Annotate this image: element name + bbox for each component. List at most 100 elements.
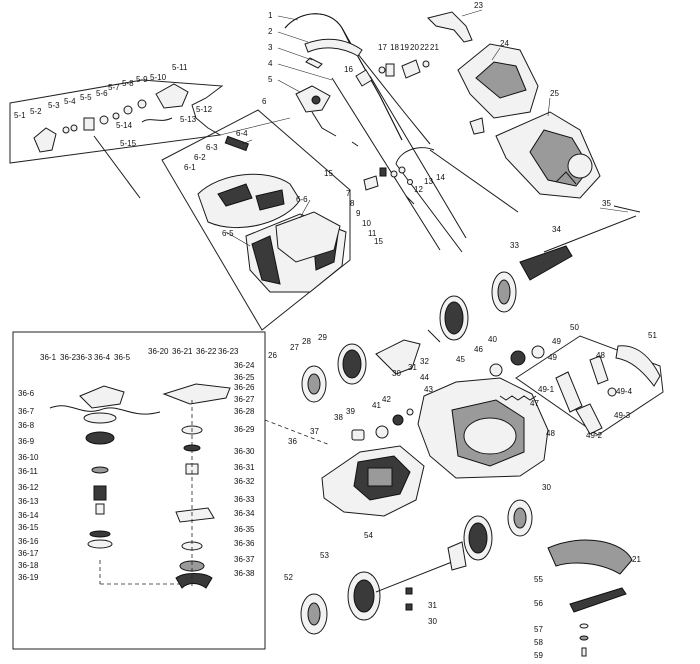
- mower-deck-44: [417, 377, 549, 479]
- label-21a: 21: [430, 43, 439, 52]
- catcher-body-25: [495, 111, 601, 199]
- front-wheel-left: [300, 571, 381, 635]
- grass-bag-liner-6-6: [275, 211, 341, 263]
- main-part-labels: 1 2 3 4 5 15 16 17 18 19 20 22 21 23 24 …: [268, 1, 657, 660]
- label-47: 47: [530, 399, 539, 408]
- label-21b: 21: [632, 555, 641, 564]
- label-36-31: 36-31: [234, 463, 255, 472]
- label-58: 58: [534, 638, 543, 647]
- label-36-20: 36-20: [148, 347, 169, 356]
- label-1: 1: [268, 11, 273, 20]
- group5-callout-frame: [9, 79, 224, 164]
- label-42: 42: [382, 395, 391, 404]
- label-36-33: 36-33: [234, 495, 255, 504]
- label-36-29: 36-29: [234, 425, 255, 434]
- label-5-10: 5-10: [150, 73, 167, 82]
- label-10: 10: [362, 219, 371, 228]
- label-29: 29: [318, 333, 327, 342]
- group49-callout-frame: [515, 335, 664, 436]
- label-36-27: 36-27: [234, 395, 255, 404]
- label-36-37: 36-37: [234, 555, 255, 564]
- label-26: 26: [268, 351, 277, 360]
- label-5-3: 5-3: [48, 101, 60, 110]
- label-36-7: 36-7: [18, 407, 35, 416]
- label-5-9: 5-9: [136, 75, 148, 84]
- motor-housing-36: [321, 445, 425, 517]
- label-30c: 30: [428, 617, 437, 626]
- label-9: 9: [356, 209, 361, 218]
- label-36-38: 36-38: [234, 569, 255, 578]
- label-51: 51: [648, 331, 657, 340]
- label-36-2: 36-2: [60, 353, 77, 362]
- catcher-top-cover-24: [457, 43, 539, 119]
- label-7: 7: [346, 189, 351, 198]
- label-5-14: 5-14: [116, 121, 133, 130]
- label-5-6: 5-6: [96, 89, 108, 98]
- bolts-7-11: [351, 141, 415, 205]
- group36-right-labels: 36-20 36-21 36-22 36-23 36-24 36-25 36-2…: [148, 347, 255, 578]
- group36-motor-parts: [49, 383, 231, 589]
- rear-flap-33: [519, 245, 573, 281]
- label-36-36: 36-36: [234, 539, 255, 548]
- label-31a: 31: [408, 363, 417, 372]
- label-2: 2: [268, 27, 273, 36]
- front-axle-54: [375, 541, 467, 611]
- label-36-3: 36-3: [76, 353, 93, 362]
- label-36-30: 36-30: [234, 447, 255, 456]
- label-5-4: 5-4: [64, 97, 76, 106]
- label-32: 32: [420, 357, 429, 366]
- label-5-15: 5-15: [120, 139, 137, 148]
- label-44: 44: [420, 373, 429, 382]
- label-36-16: 36-16: [18, 537, 39, 546]
- upper-handle-bar: [284, 13, 431, 145]
- label-49-4: 49-4: [616, 387, 633, 396]
- label-36-13: 36-13: [18, 497, 39, 506]
- fan-disc-55: [547, 539, 633, 575]
- label-36-9: 36-9: [18, 437, 35, 446]
- label-8: 8: [350, 199, 355, 208]
- label-14: 14: [436, 173, 445, 182]
- label-55: 55: [534, 575, 543, 584]
- blade-56: [569, 587, 627, 613]
- group6-callout-frame: [161, 109, 351, 331]
- label-33: 33: [510, 241, 519, 250]
- label-35: 35: [602, 199, 611, 208]
- label-36: 36: [288, 437, 297, 446]
- label-11: 11: [368, 229, 377, 238]
- bearings-38-42: [351, 408, 414, 441]
- catcher-handle-23: [427, 11, 473, 43]
- label-36-21: 36-21: [172, 347, 193, 356]
- label-12: 12: [414, 185, 423, 194]
- group49-labels: 49 49-1 49-2 49-3 49-4 48: [538, 351, 633, 440]
- grass-bag-frame-6-1: [197, 173, 301, 229]
- label-49-2: 49-2: [586, 431, 603, 440]
- label-36-18: 36-18: [18, 561, 39, 570]
- label-36-14: 36-14: [18, 511, 39, 520]
- label-50a: 50: [570, 323, 579, 332]
- label-20: 20: [410, 43, 419, 52]
- label-6-6: 6-6: [296, 195, 308, 204]
- label-36-1: 36-1: [40, 353, 57, 362]
- label-54: 54: [364, 531, 373, 540]
- group36-left-labels: 36-1 36-2 36-3 36-4 36-5 36-6 36-7 36-8 …: [18, 353, 131, 582]
- label-23: 23: [474, 1, 483, 10]
- label-15b: 15: [374, 237, 383, 246]
- label-34: 34: [552, 225, 561, 234]
- label-5-8: 5-8: [122, 79, 134, 88]
- label-36-17: 36-17: [18, 549, 39, 558]
- label-5-2: 5-2: [30, 107, 42, 116]
- group36-callout-frame: [12, 331, 266, 650]
- label-6-4: 6-4: [236, 129, 248, 138]
- label-5-11: 5-11: [172, 63, 188, 72]
- label-36-26: 36-26: [234, 383, 255, 392]
- label-37: 37: [310, 427, 319, 436]
- label-36-6: 36-6: [18, 389, 35, 398]
- label-40: 40: [488, 335, 497, 344]
- label-17: 17: [378, 43, 387, 52]
- label-5: 5: [268, 75, 273, 84]
- safety-switch-box: [295, 85, 337, 137]
- group5-parts: [33, 83, 189, 199]
- rear-wheel-right: [439, 271, 517, 341]
- label-38: 38: [334, 413, 343, 422]
